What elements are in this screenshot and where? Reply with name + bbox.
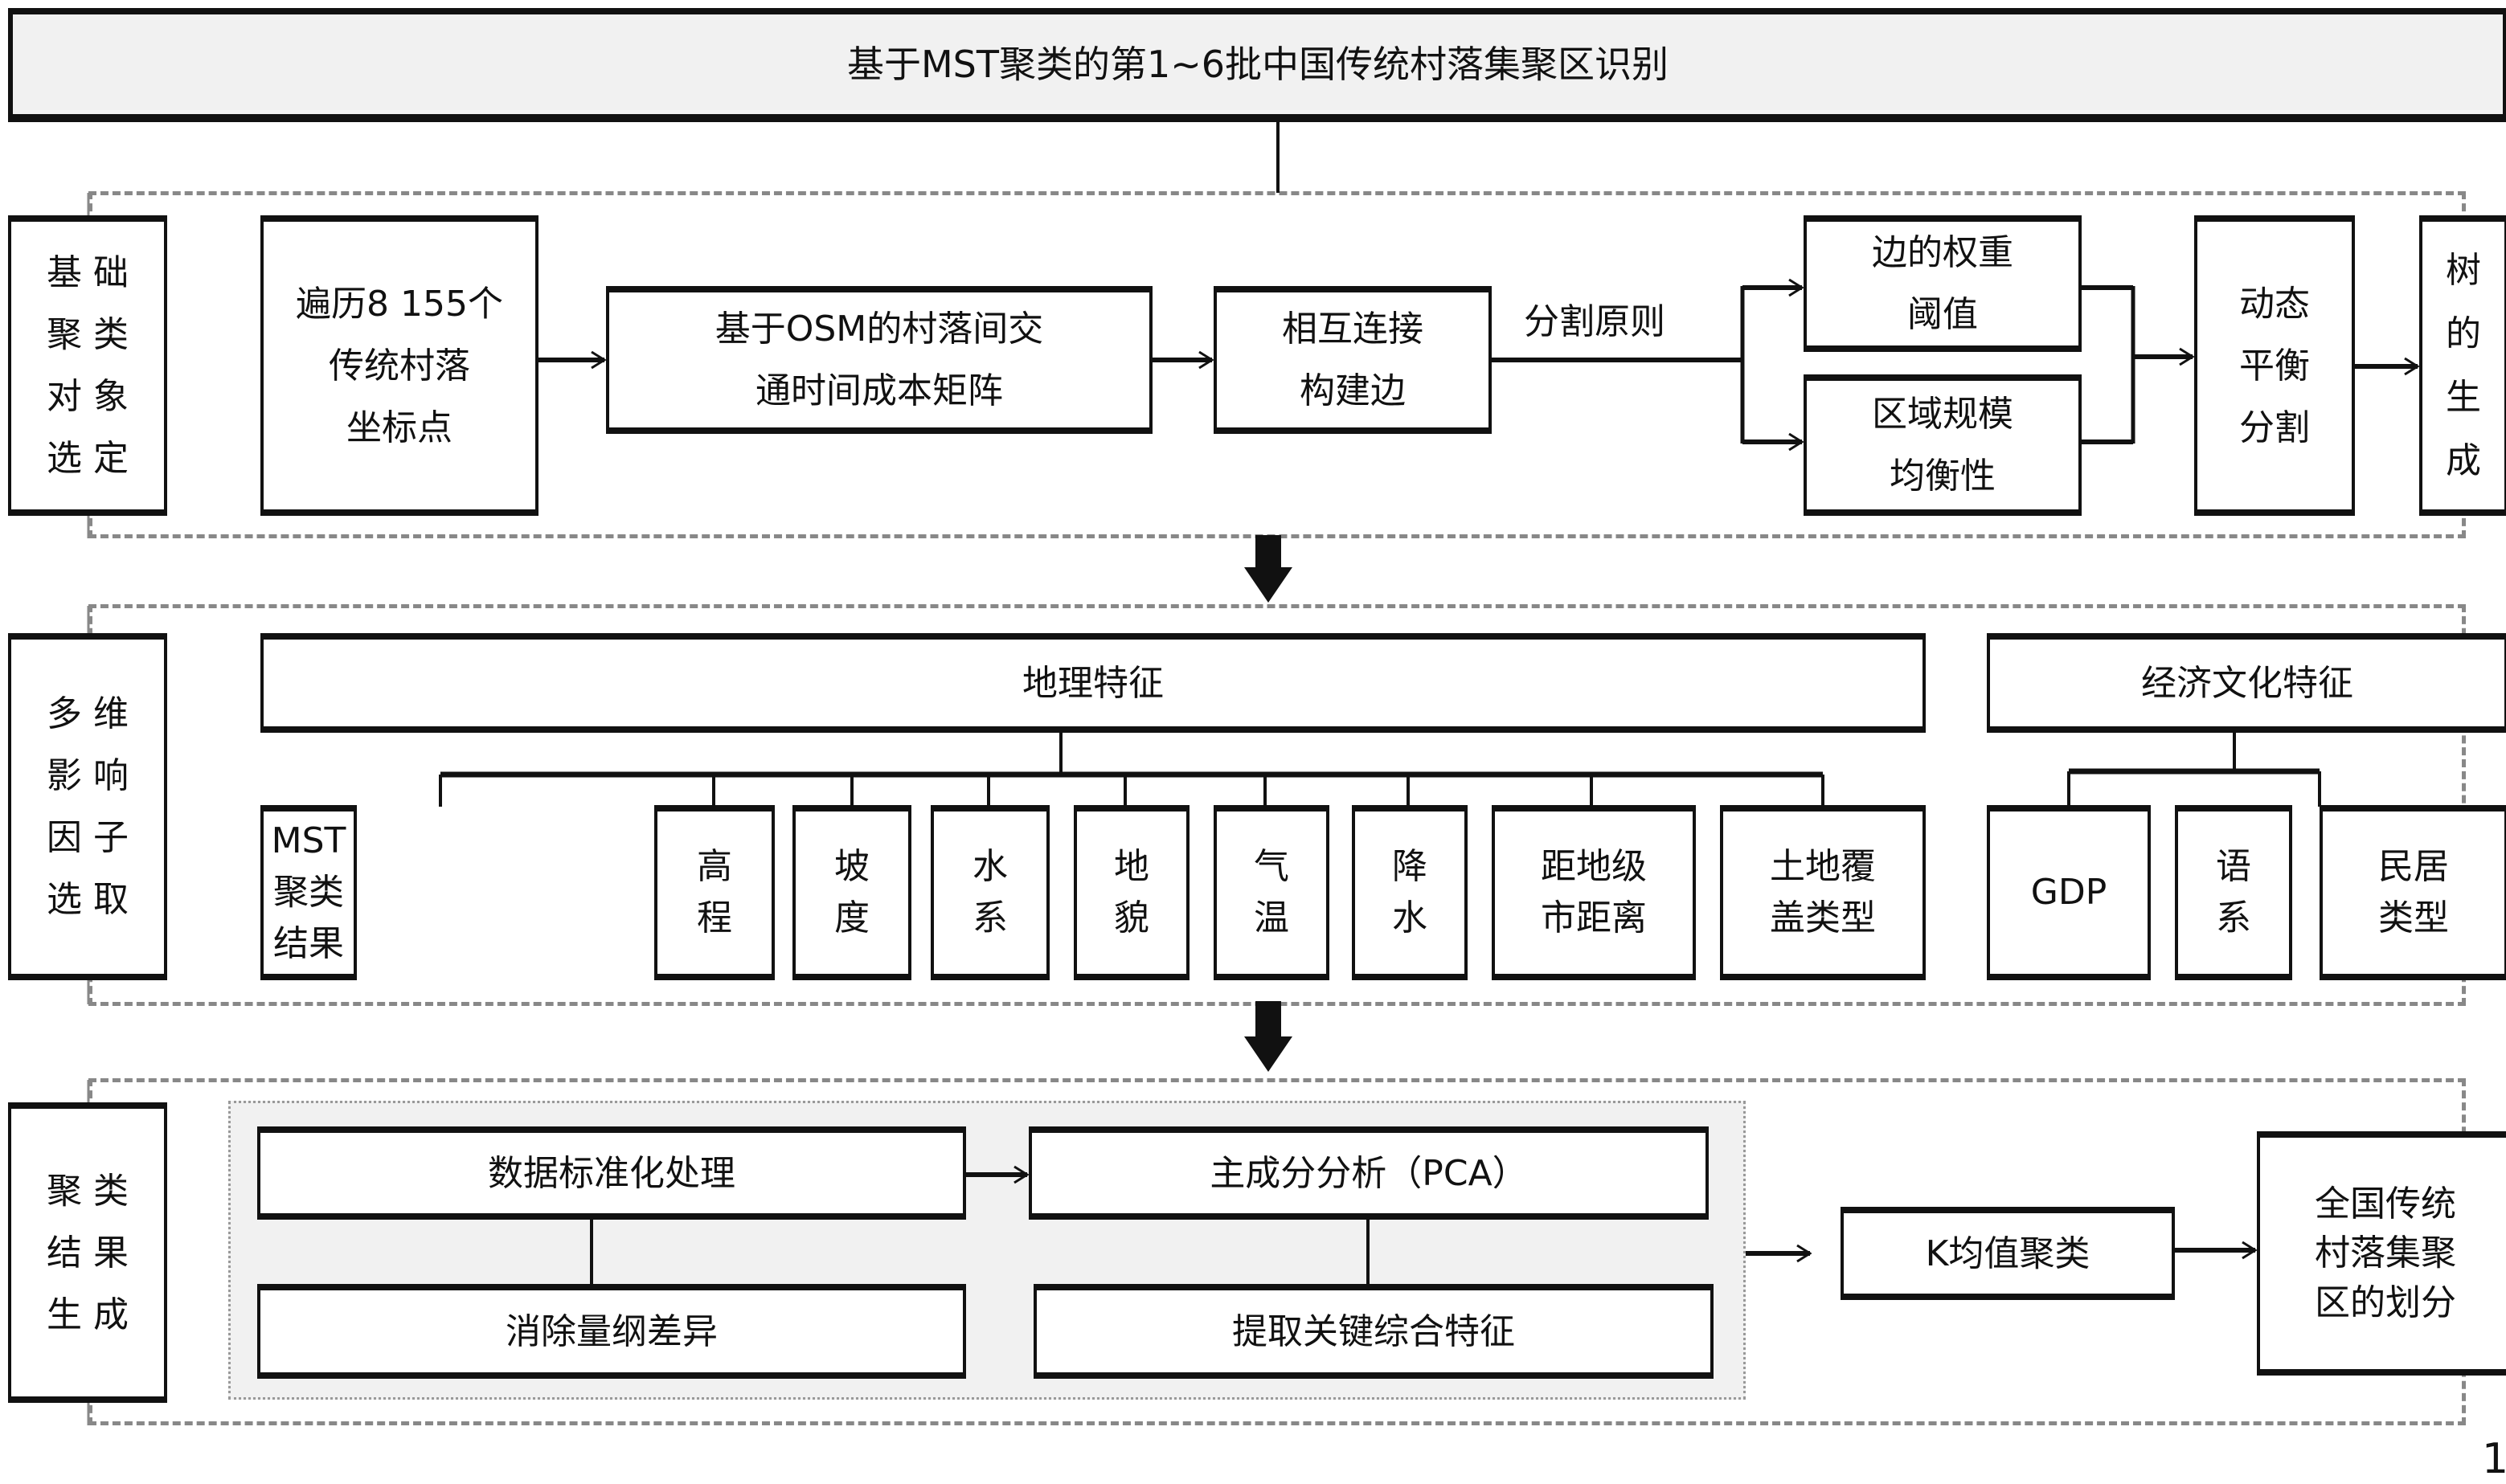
region-balance-box: 区域规模 均衡性 [1804,374,2082,516]
geo-factor-land-cover-type: 土地覆 盖类型 [1720,805,1926,980]
standardize-box: 数据标准化处理 [257,1126,966,1220]
page-number: 1 [2482,1435,2506,1483]
kmeans-box: K均值聚类 [1841,1207,2175,1300]
geo-factor-water-system: 水 系 [931,805,1050,980]
down-arrow-2 [1244,1001,1292,1072]
split-principle-label: 分割原则 [1524,301,1665,342]
geo-factor-label: 降 水 [1392,846,1427,938]
remove-dimension-box: 消除量纲差异 [257,1284,966,1379]
section-2-label: 多 维 影 响 因 子 选 取 [8,633,167,980]
traverse-villages-box: 遍历8 155个 传统村落 坐标点 [260,215,538,516]
tree-generation-box: 树 的 生 成 [2419,215,2506,516]
geo-factor-slope: 坡 度 [792,805,911,980]
geo-factor-label: 高 程 [697,846,732,938]
geo-factor-elevation: 高 程 [654,805,775,980]
geo-factor-label: 地 貌 [1114,846,1149,938]
result-partition-box: 全国传统 村落集聚 区的划分 [2257,1131,2506,1376]
down-arrow-1 [1244,535,1292,603]
geo-factor-precipitation: 降 水 [1352,805,1468,980]
econ-factor-dwelling-type: 民居 类型 [2320,805,2506,980]
section-1-label: 基 础 聚 类 对 象 选 定 [8,215,167,516]
econ-factor-label: 语 系 [2216,846,2251,938]
osm-matrix-box: 基于OSM的村落间交 通时间成本矩阵 [606,286,1153,434]
section-3-label: 聚 类 结 果 生 成 [8,1102,167,1403]
diagram-title-box: 基于MST聚类的第1~6批中国传统村落集聚区识别 [8,8,2506,122]
geo-factor-landform: 地 貌 [1074,805,1190,980]
diagram-title: 基于MST聚类的第1~6批中国传统村落集聚区识别 [846,42,1669,86]
geo-factor-label: 水 系 [973,846,1008,938]
geo-factor-label: 土地覆 盖类型 [1770,846,1876,938]
edge-weight-threshold-box: 边的权重 阈值 [1804,215,2082,352]
extract-features-box: 提取关键综合特征 [1034,1284,1714,1379]
econ-factor-label: 民居 类型 [2378,846,2449,938]
econ-factor-label: GDP [2030,872,2107,914]
geo-factor-label: 距地级 市距离 [1541,846,1647,938]
geo-factor-label: 气 温 [1254,846,1289,938]
geo-factor-temperature: 气 温 [1214,805,1329,980]
geo-factor-distance-to-city: 距地级 市距离 [1492,805,1696,980]
dynamic-balance-split-box: 动态 平衡 分割 [2194,215,2355,516]
connect-edges-box: 相互连接 构建边 [1214,286,1492,434]
econ-factor-gdp: GDP [1987,805,2151,980]
econ-culture-features-box: 经济文化特征 [1987,633,2506,733]
geo-factor-mst-cluster-result: MST聚类结果 [260,805,357,980]
geo-features-box: 地理特征 [260,633,1926,733]
geo-factor-label: 坡 度 [834,846,870,938]
geo-factor-label: MST聚类结果 [271,820,346,964]
pca-box: 主成分分析（PCA） [1029,1126,1709,1220]
econ-factor-language-family: 语 系 [2175,805,2292,980]
